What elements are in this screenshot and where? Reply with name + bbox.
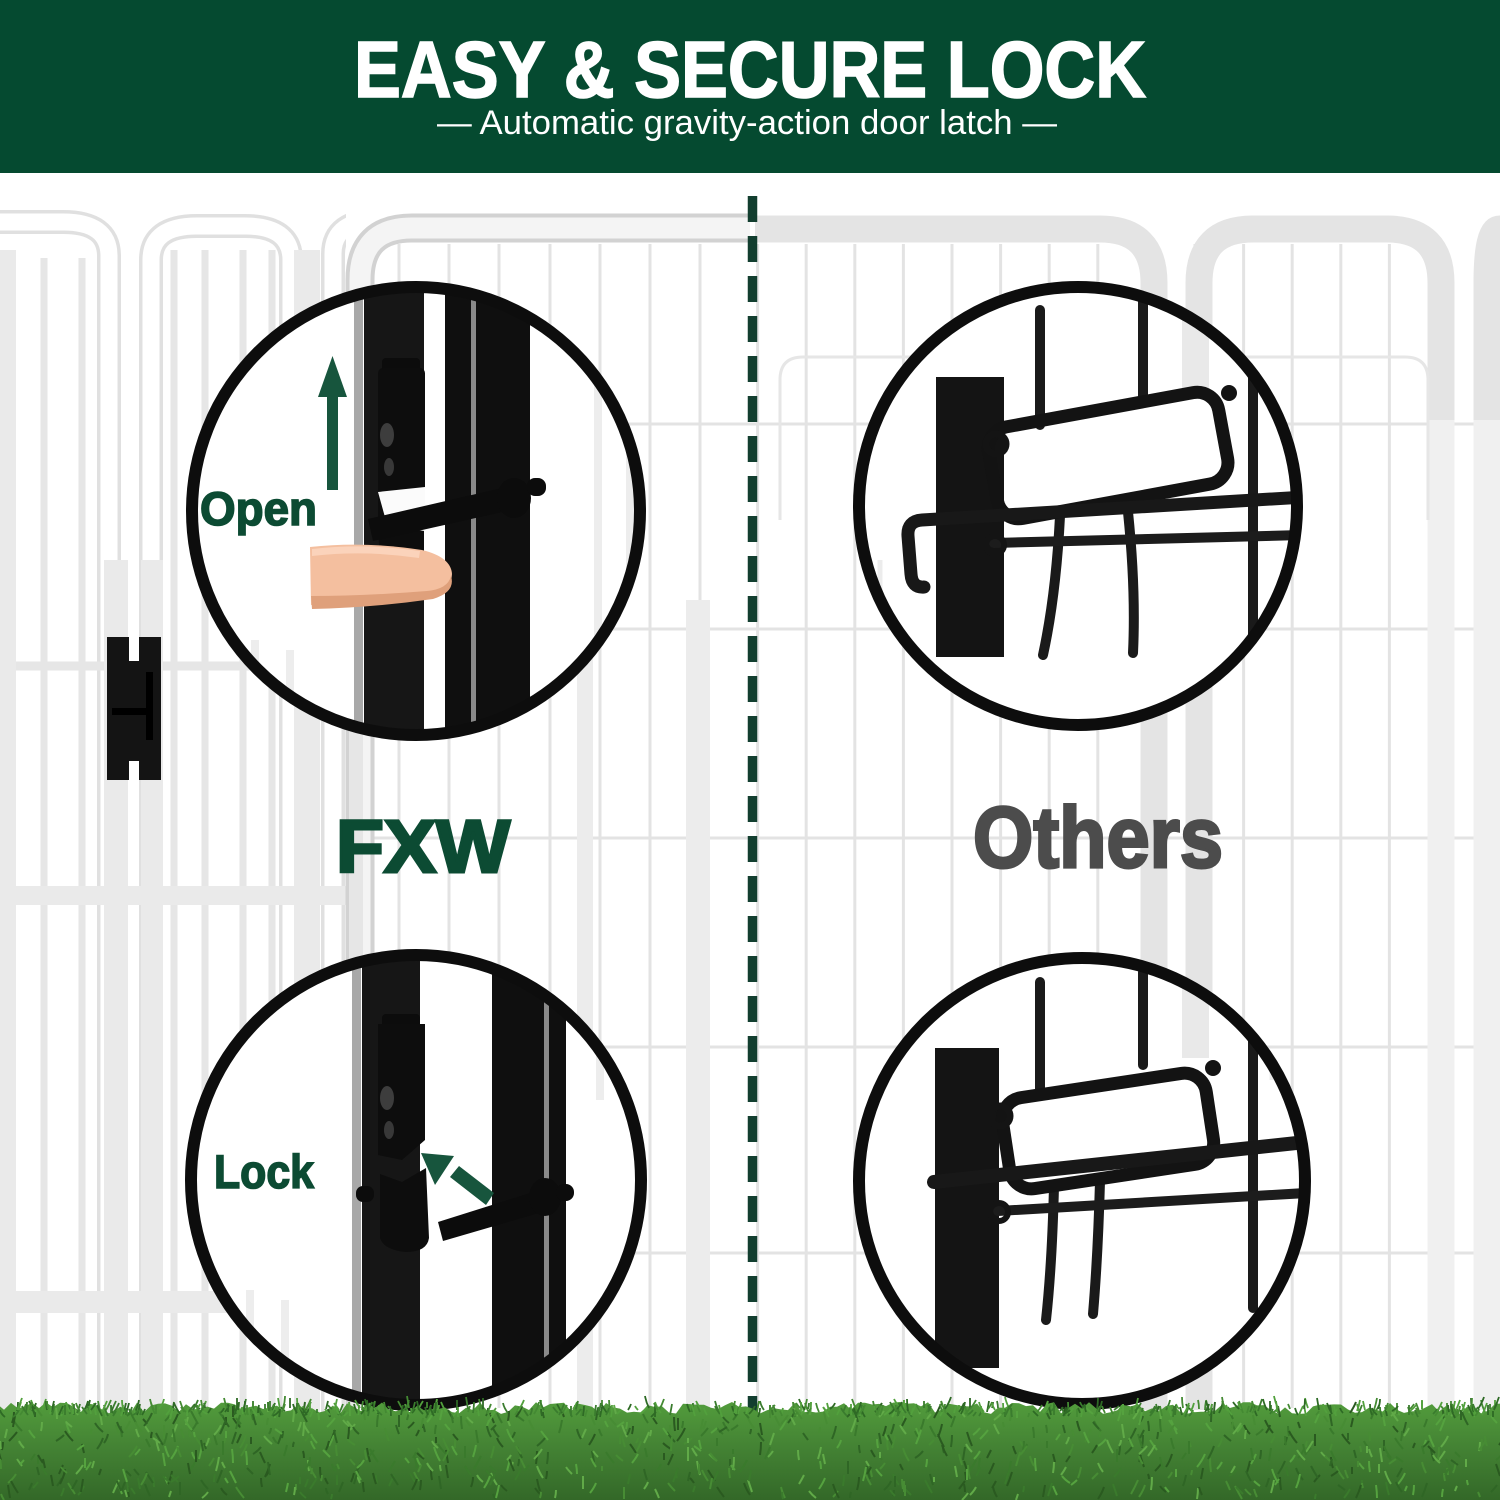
- svg-text:Others: Others: [973, 790, 1223, 886]
- svg-text:Lock: Lock: [214, 1145, 315, 1198]
- svg-text:— Automatic gravity-action do: — Automatic gravity-action door latch —: [437, 104, 1057, 142]
- svg-text:Open: Open: [200, 482, 317, 535]
- svg-text:FXW: FXW: [336, 805, 510, 888]
- svg-text:EASY & SECURE LOCK: EASY & SECURE LOCK: [354, 25, 1146, 114]
